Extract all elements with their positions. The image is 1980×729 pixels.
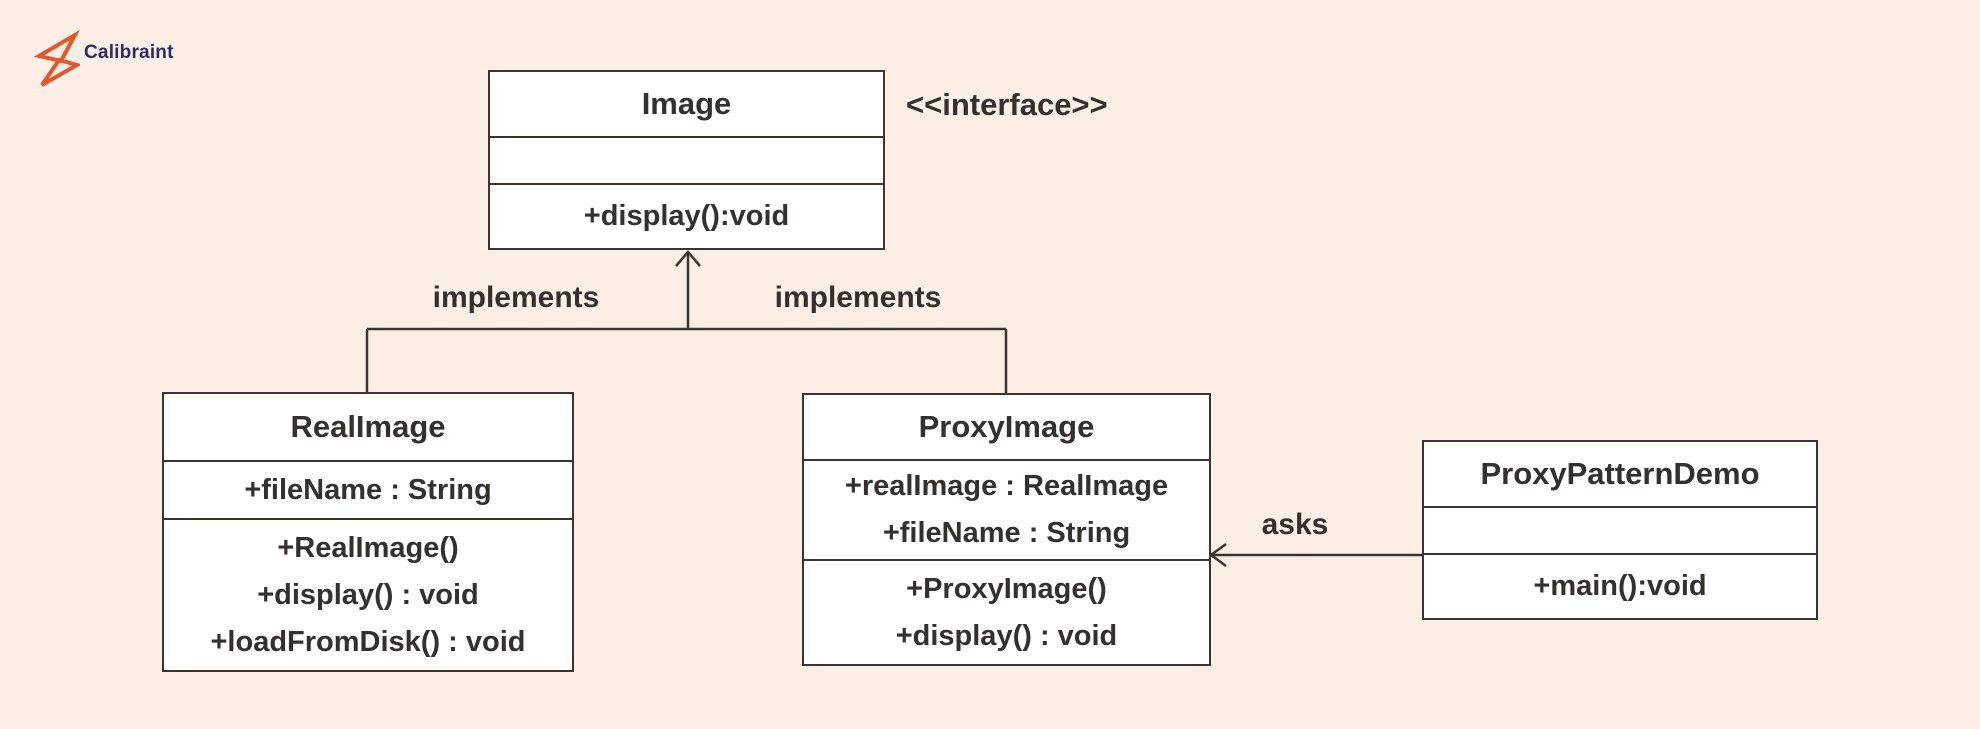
calibraint-zigzag-logo-icon [34, 29, 80, 87]
left-arrowhead-icon [1208, 542, 1227, 568]
attribute-item: +realImage : RealImage [844, 470, 1169, 502]
brand-name: Calibraint [84, 42, 174, 63]
method-item: +display():void [583, 200, 790, 232]
class-box-realimage: RealImage +fileName : String +RealImage(… [162, 392, 574, 672]
method-item: +display() : void [895, 619, 1118, 652]
class-box-proxypatterndemo: ProxyPatternDemo +main():void [1422, 440, 1818, 620]
asks-label: asks [1261, 508, 1329, 541]
method-item: +display() : void [257, 578, 479, 611]
attributes-compartment [1424, 506, 1816, 553]
interface-stereotype-label: <<interface>> [906, 87, 1108, 122]
brand-logo: Calibraint [34, 27, 174, 87]
attribute-item: +fileName : String [882, 517, 1131, 549]
method-item: +ProxyImage() [906, 572, 1107, 605]
methods-compartment: +display():void [490, 183, 883, 248]
attributes-compartment: +fileName : String [164, 460, 572, 518]
method-item: +RealImage() [277, 531, 459, 564]
implements-label-left: implements [432, 281, 600, 314]
methods-compartment: +main():void [1424, 553, 1816, 618]
class-box-image: Image +display():void [488, 70, 885, 250]
method-item: +loadFromDisk() : void [210, 625, 526, 658]
attributes-compartment [490, 136, 883, 183]
class-title: RealImage [290, 409, 446, 444]
class-title: ProxyImage [918, 409, 1095, 444]
methods-compartment: +RealImage() +display() : void +loadFrom… [164, 518, 572, 670]
attribute-item: +fileName : String [244, 473, 492, 506]
method-item: +main():void [1533, 570, 1707, 602]
methods-compartment: +ProxyImage() +display() : void [804, 559, 1209, 664]
class-title: Image [641, 86, 732, 121]
up-arrowhead-icon [675, 250, 701, 267]
class-box-proxyimage: ProxyImage +realImage : RealImage +fileN… [802, 393, 1211, 666]
implements-label-right: implements [774, 281, 942, 314]
class-title: ProxyPatternDemo [1480, 456, 1760, 491]
attributes-compartment: +realImage : RealImage +fileName : Strin… [804, 459, 1209, 559]
